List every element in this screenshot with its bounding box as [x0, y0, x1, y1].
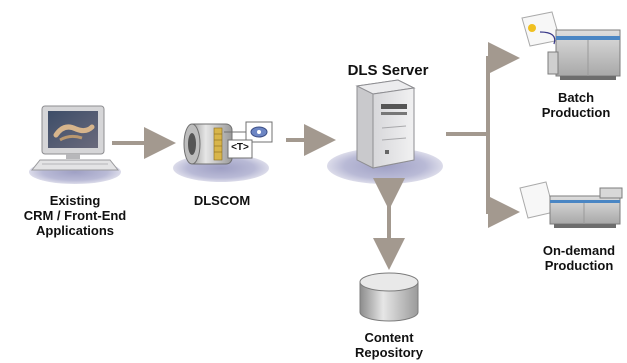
batch-production-label: Batch Production: [530, 90, 622, 120]
existing-apps-label: Existing CRM / Front-End Applications: [8, 193, 142, 238]
ondemand-production-label: On-demand Production: [533, 243, 625, 273]
content-repository-node: [359, 272, 419, 322]
dlscom-component-icon: [183, 121, 273, 165]
content-repository-label-line-2: Repository: [355, 345, 423, 360]
dlscom-node: [173, 121, 273, 182]
existing-apps-label-line-1: Existing: [49, 193, 101, 208]
ondemand-production-node: [519, 181, 623, 228]
dls-server-label: DLS Server: [347, 62, 429, 79]
arrow-branch-to-ondemand: [486, 134, 520, 228]
existing-apps-label-line-2: CRM / Front-End: [23, 208, 127, 223]
computer-icon: [30, 105, 120, 171]
content-repository-label-line-1: Content: [364, 330, 414, 345]
ondemand-production-label-line-1: On-demand: [542, 243, 616, 258]
batch-printer-icon: [521, 11, 621, 80]
dls-server-node: [327, 79, 443, 184]
dlscom-label: DLSCOM: [193, 193, 251, 208]
batch-production-node: [521, 11, 621, 80]
dlscom-tag-text: <T>: [231, 142, 249, 153]
ondemand-production-label-line-2: Production: [544, 258, 614, 273]
ondemand-printer-icon: [519, 181, 623, 228]
server-tower-icon: [355, 79, 416, 169]
content-repository-label: Content Repository: [340, 330, 438, 360]
arrow-branch-to-batch: [486, 42, 520, 134]
batch-production-label-line-2: Production: [541, 105, 611, 120]
connectors: [112, 42, 520, 270]
existing-apps-label-line-3: Applications: [35, 223, 114, 238]
existing-apps-node: [29, 105, 121, 184]
batch-production-label-line-1: Batch: [557, 90, 595, 105]
database-icon: [359, 272, 419, 322]
